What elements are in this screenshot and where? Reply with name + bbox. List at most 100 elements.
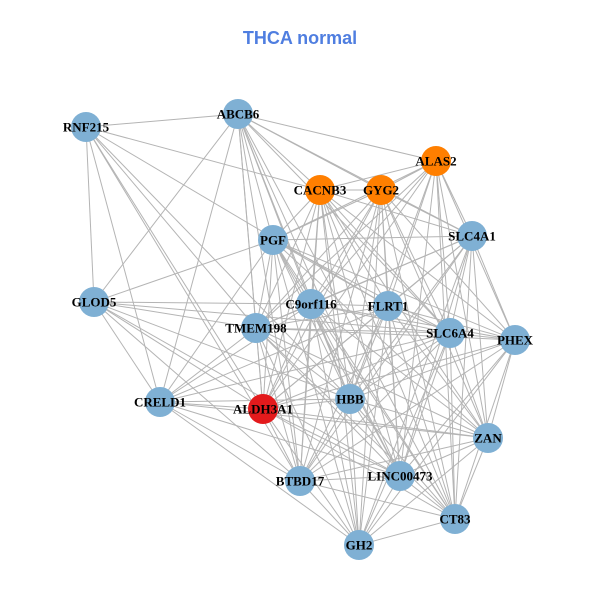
node-circle[interactable]	[373, 291, 403, 321]
edge-FLRT1-TMEM198	[255, 305, 389, 329]
edge-ABCB6-BTBD17	[237, 113, 301, 482]
node-circle[interactable]	[344, 530, 374, 560]
edge-GYG2-SLC4A1	[380, 189, 473, 237]
node-FLRT1[interactable]: FLRT1	[368, 291, 409, 321]
edge-SLC6A4-BTBD17	[299, 332, 451, 482]
edge-RNF215-ABCB6	[85, 113, 239, 128]
node-RNF215[interactable]: RNF215	[63, 112, 110, 142]
node-C9orf116[interactable]: C9orf116	[285, 289, 337, 319]
edge-HBB-CT83	[349, 398, 456, 520]
node-SLC4A1[interactable]: SLC4A1	[448, 221, 496, 251]
edge-ALAS2-HBB	[349, 160, 437, 400]
edge-C9orf116-ALDH3A1	[262, 303, 312, 410]
node-circle[interactable]	[145, 387, 175, 417]
node-circle[interactable]	[223, 99, 253, 129]
node-label: ALAS2	[415, 154, 456, 169]
edge-SLC6A4-ALDH3A1	[262, 332, 451, 410]
edge-FLRT1-CT83	[387, 305, 456, 520]
node-label: GYG2	[363, 183, 399, 198]
node-circle[interactable]	[305, 175, 335, 205]
node-label: CACNB3	[294, 183, 347, 198]
node-circle[interactable]	[457, 221, 487, 251]
edge-ALAS2-SLC6A4	[435, 160, 451, 334]
node-LINC00473[interactable]: LINC00473	[367, 461, 433, 491]
node-PHEX[interactable]: PHEX	[497, 325, 534, 355]
edge-ABCB6-PGF	[237, 113, 274, 241]
edge-TMEM198-CRELD1	[159, 327, 257, 403]
node-circle[interactable]	[473, 423, 503, 453]
node-circle[interactable]	[500, 325, 530, 355]
node-circle[interactable]	[440, 504, 470, 534]
edge-C9orf116-PHEX	[310, 303, 516, 341]
edge-PGF-GH2	[272, 239, 360, 546]
node-ALAS2[interactable]: ALAS2	[415, 146, 457, 176]
node-circle[interactable]	[258, 225, 288, 255]
edge-CACNB3-CT83	[319, 189, 456, 520]
edge-CACNB3-ALDH3A1	[262, 189, 321, 410]
edge-PHEX-HBB	[349, 339, 516, 400]
edge-CRELD1-BTBD17	[159, 401, 301, 482]
node-GYG2[interactable]: GYG2	[363, 175, 399, 205]
edge-PGF-LINC00473	[272, 239, 401, 477]
node-label: TMEM198	[225, 321, 287, 336]
edge-CACNB3-SLC4A1	[319, 189, 473, 237]
edge-ABCB6-CRELD1	[159, 113, 239, 403]
node-ZAN[interactable]: ZAN	[473, 423, 503, 453]
node-label: FLRT1	[368, 299, 409, 314]
node-ALDH3A1[interactable]: ALDH3A1	[233, 394, 293, 424]
node-circle[interactable]	[79, 287, 109, 317]
node-GH2[interactable]: GH2	[344, 530, 374, 560]
node-GLOD5[interactable]: GLOD5	[72, 287, 117, 317]
node-CACNB3[interactable]: CACNB3	[294, 175, 347, 205]
node-circle[interactable]	[335, 384, 365, 414]
node-TMEM198[interactable]: TMEM198	[225, 313, 287, 343]
node-circle[interactable]	[71, 112, 101, 142]
edge-TMEM198-GH2	[255, 327, 360, 546]
node-circle[interactable]	[248, 394, 278, 424]
node-label: GH2	[346, 538, 373, 553]
edge-GLOD5-CRELD1	[93, 301, 161, 403]
node-HBB[interactable]: HBB	[335, 384, 365, 414]
edge-ABCB6-HBB	[237, 113, 351, 400]
edge-GLOD5-HBB	[93, 301, 351, 400]
edge-SLC6A4-HBB	[349, 332, 451, 400]
node-circle[interactable]	[435, 318, 465, 348]
edge-ABCB6-CT83	[237, 113, 456, 520]
edge-PGF-HBB	[272, 239, 351, 400]
node-PGF[interactable]: PGF	[258, 225, 288, 255]
edge-CRELD1-LINC00473	[159, 401, 401, 477]
node-circle[interactable]	[241, 313, 271, 343]
edge-HBB-GH2	[349, 398, 360, 546]
edge-HBB-BTBD17	[299, 398, 351, 482]
node-circle[interactable]	[285, 466, 315, 496]
edge-PHEX-BTBD17	[299, 339, 516, 482]
node-label: C9orf116	[285, 297, 337, 312]
node-CT83[interactable]: CT83	[439, 504, 471, 534]
node-SLC6A4[interactable]: SLC6A4	[426, 318, 474, 348]
edge-CACNB3-FLRT1	[319, 189, 389, 307]
node-label: ABCB6	[217, 107, 260, 122]
node-ABCB6[interactable]: ABCB6	[217, 99, 260, 129]
node-circle[interactable]	[296, 289, 326, 319]
edge-BTBD17-CT83	[299, 480, 456, 520]
node-label: PHEX	[497, 333, 534, 348]
edge-RNF215-GLOD5	[85, 126, 95, 303]
node-circle[interactable]	[366, 175, 396, 205]
edge-ALDH3A1-ZAN	[262, 408, 489, 439]
edge-SLC6A4-CT83	[449, 332, 456, 520]
node-circle[interactable]	[385, 461, 415, 491]
edge-ZAN-GH2	[358, 437, 489, 546]
node-CRELD1[interactable]: CRELD1	[134, 387, 186, 417]
node-circle[interactable]	[421, 146, 451, 176]
edge-HBB-ZAN	[349, 398, 489, 439]
node-label: CT83	[439, 512, 471, 527]
edge-ABCB6-SLC6A4	[237, 113, 451, 334]
edge-ABCB6-CACNB3	[237, 113, 321, 191]
node-BTBD17[interactable]: BTBD17	[276, 466, 325, 496]
edge-CRELD1-ZAN	[159, 401, 489, 439]
edge-RNF215-TMEM198	[85, 126, 257, 329]
edge-FLRT1-CRELD1	[159, 305, 389, 403]
node-label: LINC00473	[367, 469, 433, 484]
edge-GYG2-PHEX	[380, 189, 516, 341]
edge-FLRT1-ALDH3A1	[262, 305, 389, 410]
